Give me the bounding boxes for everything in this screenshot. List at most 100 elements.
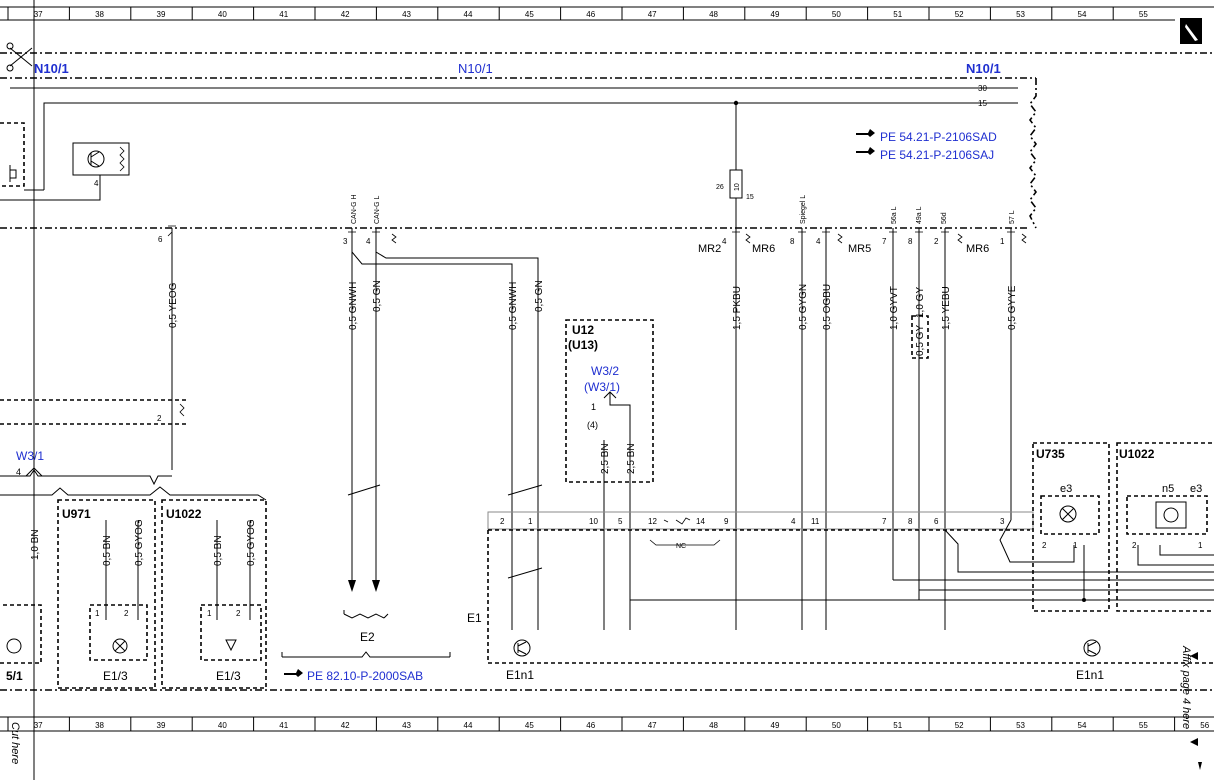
- internal-box-left: [0, 122, 25, 187]
- transistor-icon-2: [1083, 639, 1101, 657]
- u12-label: U12: [572, 323, 594, 337]
- pin-3: 3: [343, 237, 348, 246]
- connector-mr6a: MR6: [752, 243, 775, 255]
- e1-pins: 2 1 10 5 12 14 9 4 11 7 8 6 3: [500, 517, 1005, 526]
- e1-pin-5: 5: [618, 517, 623, 526]
- lamp-cross: [114, 640, 126, 652]
- top-ruler-label: 43: [402, 10, 411, 19]
- wire-label-10: 0,5 GY: [915, 325, 926, 356]
- u1022b-label: U1022: [1119, 447, 1155, 461]
- wire-label-8: 0,5 OGBU: [822, 284, 833, 330]
- wire-label-16: 0,5 BN: [102, 535, 113, 566]
- junction-dot-2: [1082, 598, 1086, 602]
- pin-4c: 4: [816, 237, 821, 246]
- wire-label-14: 2,5 BN: [626, 443, 637, 474]
- ground-w31b-label: (W3/1): [584, 380, 620, 394]
- wire-label-9: 1,0 GYVT: [889, 286, 900, 330]
- wire-can-h-route: [351, 228, 513, 630]
- wire-breaks: [347, 484, 543, 579]
- transistor-glyph: [517, 641, 527, 655]
- e1-switch: [663, 517, 691, 525]
- wire-option-box: [911, 315, 929, 359]
- transistor-glyph-2: [1087, 641, 1097, 655]
- e3a-box: [1040, 495, 1100, 535]
- wire-label-15: 1,0 BN: [30, 529, 41, 560]
- transistor-pin: 4: [94, 179, 99, 188]
- top-ruler-label: 53: [1016, 10, 1025, 19]
- left-contact: [9, 165, 17, 182]
- page-marker-glyph: [1185, 24, 1198, 41]
- sub-pin-c2: 2: [1042, 541, 1047, 550]
- wire-label-11: 1,5 YEBU: [941, 286, 952, 330]
- bottom-ruler-label: 47: [648, 721, 657, 730]
- top-ruler-label: 51: [893, 10, 902, 19]
- u12-pin-4: (4): [587, 420, 598, 430]
- pin-4a: 4: [366, 237, 371, 246]
- reference-link-2[interactable]: PE 54.21-P-2106SAJ: [880, 148, 994, 162]
- bottom-ruler-label: 48: [709, 721, 718, 730]
- u971-box: [57, 499, 156, 689]
- e1-pin-14: 14: [696, 517, 705, 526]
- switch-icon: [225, 639, 237, 652]
- s51-label: 5/1: [6, 669, 23, 683]
- e1-pin-3: 3: [1000, 517, 1005, 526]
- arrow-icon: [348, 580, 380, 592]
- e1n1a-label: E1n1: [506, 668, 534, 682]
- n5-label: n5: [1162, 483, 1174, 495]
- bottom-ruler-label: 46: [586, 721, 595, 730]
- top-ruler-label: 46: [586, 10, 595, 19]
- sub-pin-b2: 2: [236, 609, 241, 618]
- sub-pin-b1: 1: [207, 609, 212, 618]
- pin-label-spiegel: Spiegel L: [800, 195, 807, 224]
- pin-label-56a: 56a L: [891, 206, 898, 224]
- connector-mr2: MR2: [698, 243, 721, 255]
- e2-brace: [343, 610, 389, 619]
- wire-label-2: 0,5 GNWH: [348, 282, 359, 330]
- rail-30-label: 30: [978, 84, 987, 93]
- affix-note: Affix page 4 here: [1180, 645, 1192, 729]
- e2-label: E2: [360, 630, 375, 644]
- connector-mr6b: MR6: [966, 243, 989, 255]
- wire-label-18: 0,5 BN: [213, 535, 224, 566]
- arrow-down-icon: [1198, 762, 1202, 770]
- pin-4b: 4: [722, 237, 727, 246]
- u13-label: (U13): [568, 338, 598, 352]
- e2-group-brace: [281, 651, 451, 658]
- top-ruler-label: 48: [709, 10, 718, 19]
- e1-pin-2: 2: [500, 517, 505, 526]
- nc-bracket: [649, 539, 721, 546]
- u12-box: [565, 319, 654, 483]
- sub-pin-c1: 1: [1073, 541, 1078, 550]
- e13a-label: E1/3: [103, 669, 128, 683]
- wire-label-13: 2,5 BN: [600, 443, 611, 474]
- wire-label-12: 0,5 GYYE: [1007, 285, 1018, 330]
- pin-7: 7: [882, 237, 887, 246]
- e1-pin-9: 9: [724, 517, 729, 526]
- bottom-ruler-label: 49: [771, 721, 780, 730]
- u1022a-wires: [216, 520, 251, 620]
- left-sub-box: [0, 604, 42, 664]
- sub-pin-d2: 2: [1132, 541, 1137, 550]
- wire-label-10b: 1,0 GY: [915, 287, 926, 318]
- rail-15-label: 15: [978, 99, 987, 108]
- wire-label-5: 0,5 GN: [534, 280, 545, 312]
- ground-w31-label: W3/1: [16, 449, 44, 463]
- fuse-pin-26: 26: [716, 184, 724, 191]
- top-ruler-label: 38: [95, 10, 104, 19]
- wire-label-7: 0,5 GYGN: [798, 284, 809, 330]
- e1-label: E1: [467, 611, 482, 625]
- reference-link-3[interactable]: PE 82.10-P-2000SAB: [307, 669, 423, 683]
- lamp-cross-e3: [1061, 507, 1075, 521]
- bus-brace: [0, 486, 267, 501]
- bottom-ruler-label: 43: [402, 721, 411, 730]
- u1022a-box: [161, 499, 267, 689]
- reference-link-1[interactable]: PE 54.21-P-2106SAD: [880, 130, 997, 144]
- rail-15: [43, 102, 1018, 190]
- n5-box: [1126, 495, 1208, 535]
- bottom-ruler-label: 50: [832, 721, 841, 730]
- pin-8a: 8: [790, 237, 795, 246]
- wire-label-19: 0,5 GYOG: [246, 519, 257, 566]
